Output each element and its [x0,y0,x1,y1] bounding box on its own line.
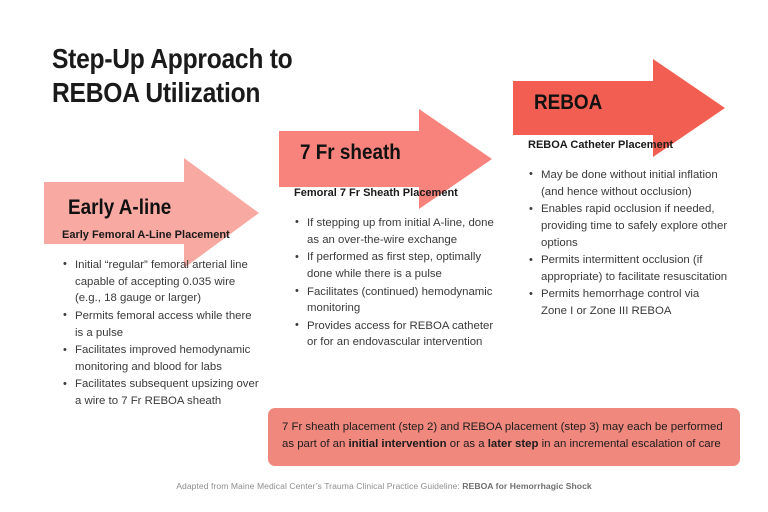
arrow-shape-3 [513,59,725,157]
callout-bold-initial-intervention: initial intervention [348,438,447,451]
list-item: If performed as first step, optimally do… [294,249,494,282]
step-heading-3: REBOA Catheter Placement [528,139,674,151]
step-heading-1: Early Femoral A-Line Placement [62,229,230,241]
list-item: May be done without initial inflation (a… [528,166,728,200]
arrow-shape-2 [279,109,492,209]
step-arrow-1 [44,158,259,268]
step-bullets-2: If stepping up from initial A-line, done… [294,214,494,351]
step-column-2: Femoral 7 Fr Sheath Placement If steppin… [294,186,494,352]
callout-text-part2: or as a [446,438,488,451]
page-title: Step-Up Approach to REBOA Utilization [52,43,293,109]
list-item: Enables rapid occlusion if needed, provi… [528,201,728,251]
list-item: Permits femoral access while there is a … [62,307,262,341]
step-bullets-1: Initial “regular” femoral arterial line … [62,256,262,410]
callout-text-part1: 7 Fr sheath placement (step 2) and REBOA… [282,421,723,451]
footer-guideline-name: REBOA for Hemorrhagic Shock [462,481,592,491]
list-item: If stepping up from initial A-line, done… [294,214,494,248]
step-column-3: REBOA Catheter Placement May be done wit… [528,138,728,321]
step-bullets-3: May be done without initial inflation (a… [528,166,728,320]
step-arrow-label-1: Early A-line [68,196,172,219]
step-column-1: Early Femoral A-Line Placement Initial “… [62,228,262,411]
callout-bold-later-step: later step [487,438,539,451]
list-item: Facilitates subsequent upsizing over a w… [62,376,262,409]
list-item: Permits intermittent occlusion (if appro… [528,252,728,285]
callout-text-part3: in an incremental escalation of care [538,438,721,451]
step-arrow-3 [513,59,725,157]
arrow-shape-1 [44,158,259,268]
step-arrow-label-2: 7 Fr sheath [300,141,401,164]
list-item: Initial “regular” femoral arterial line … [62,256,262,307]
callout-box: 7 Fr sheath placement (step 2) and REBOA… [268,408,740,466]
list-item: Facilitates (continued) hemodynamic moni… [294,283,494,317]
list-item: Facilitates improved hemodynamic monitor… [62,342,262,375]
step-arrow-2 [279,109,492,209]
list-item: Provides access for REBOA catheter or fo… [294,317,494,351]
list-item: Permits hemorrhage control via Zone I or… [528,286,728,319]
footer-text: Adapted from Maine Medical Center’s Trau… [176,481,463,491]
source-attribution: Adapted from Maine Medical Center’s Trau… [0,481,768,491]
step-arrow-label-3: REBOA [534,91,603,114]
step-heading-2: Femoral 7 Fr Sheath Placement [294,187,458,199]
